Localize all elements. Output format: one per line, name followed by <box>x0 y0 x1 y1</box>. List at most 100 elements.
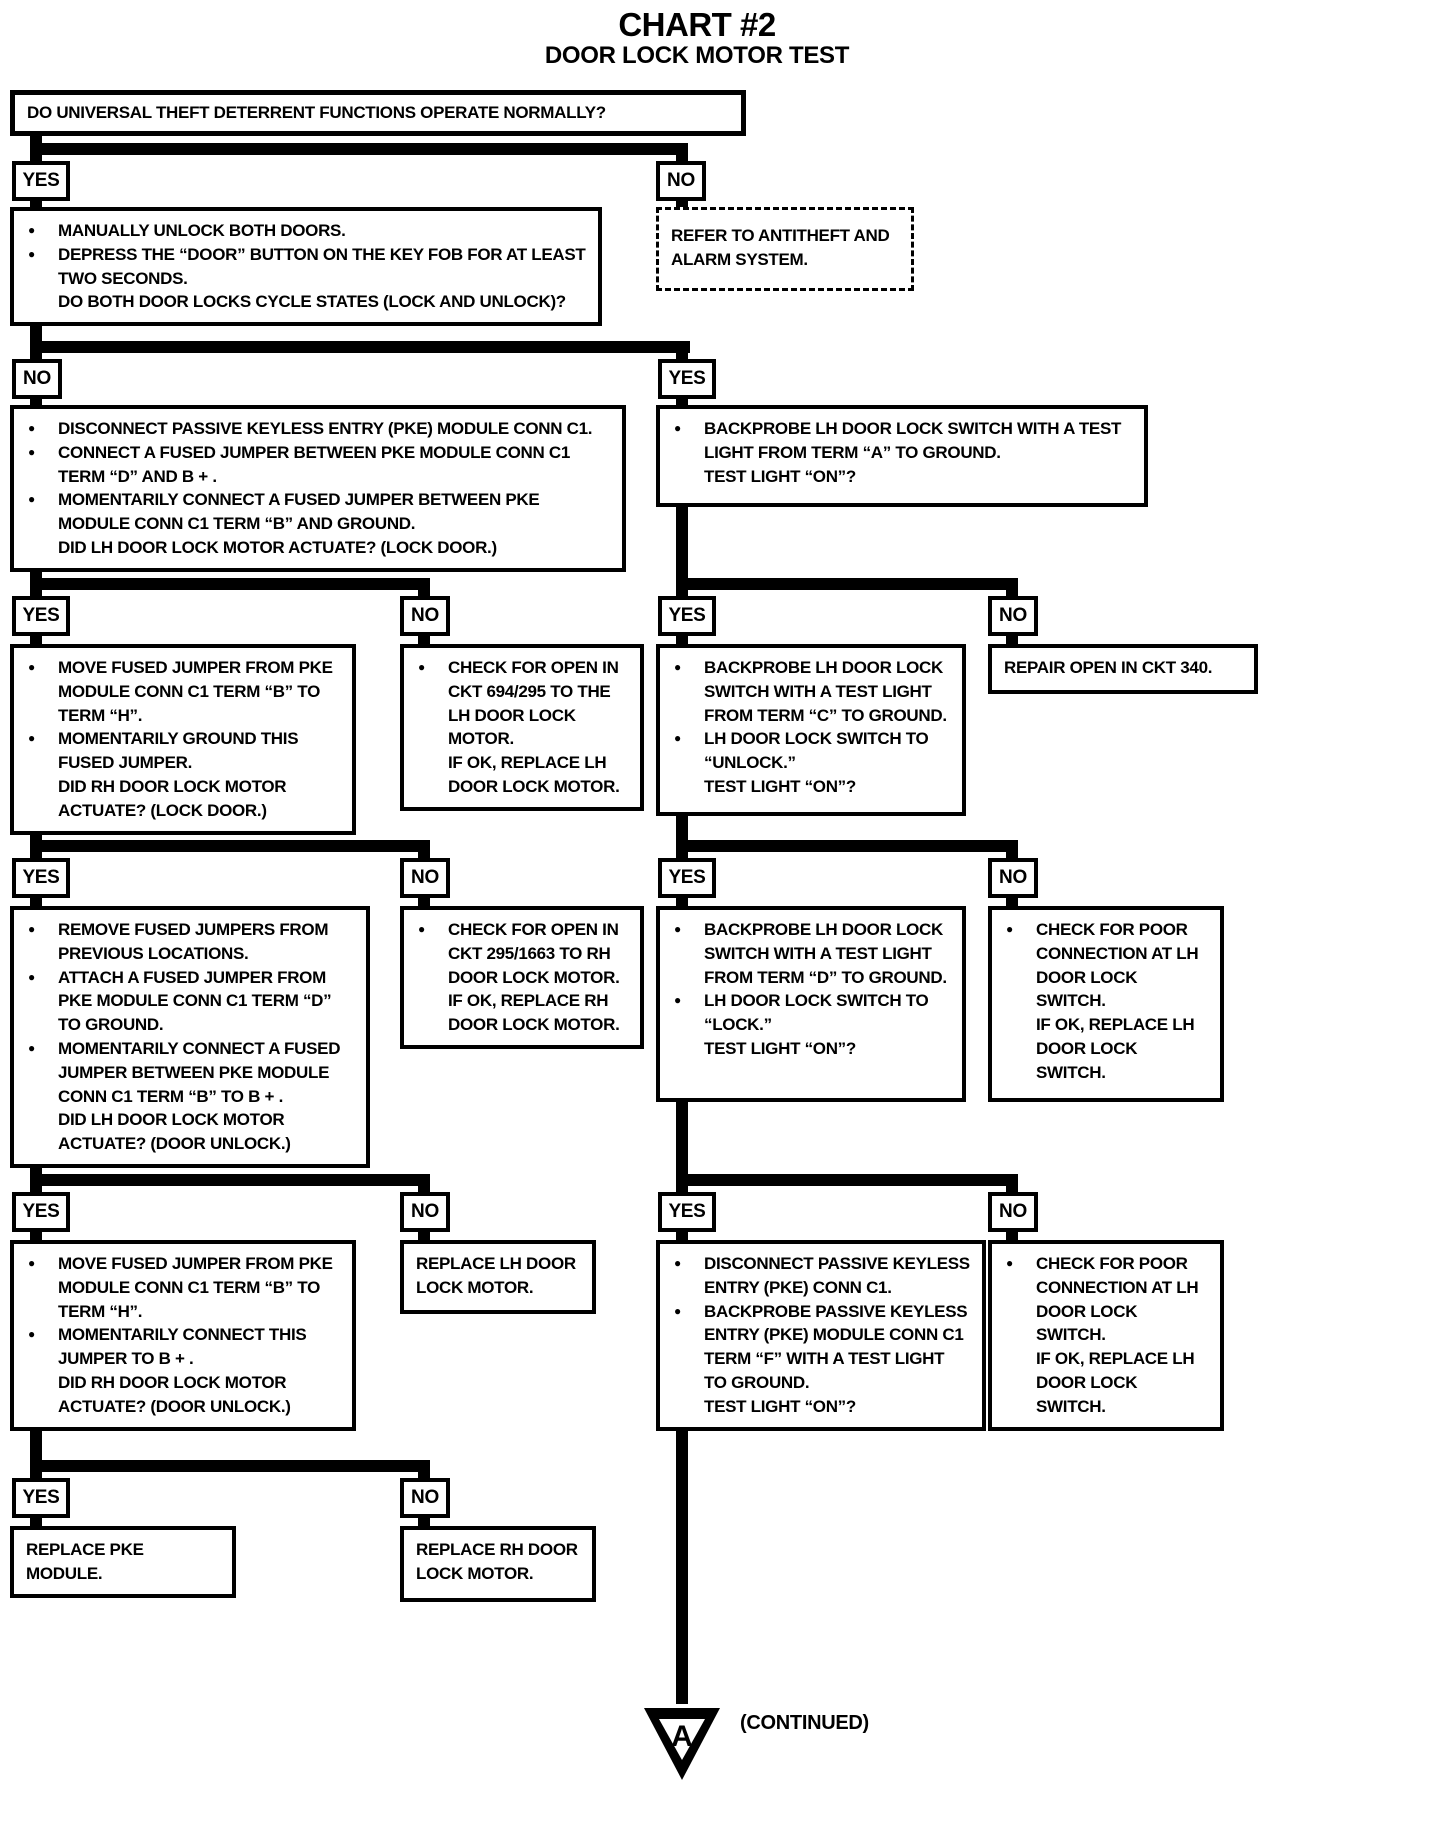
instruction-text: CHECK FOR OPEN IN CKT 694/295 TO THE LH … <box>448 658 619 749</box>
connector-line <box>676 578 1018 590</box>
instruction-text: ATTACH A FUSED JUMPER FROM PKE MODULE CO… <box>58 967 332 1035</box>
connector-line <box>30 353 42 359</box>
decision-yes-4-left: YES <box>12 858 70 898</box>
instruction-text: DID RH DOOR LOCK MOTOR ACTUATE? (DOOR UN… <box>58 1372 291 1416</box>
connector-line <box>30 1460 430 1472</box>
step-backprobe-term-a: ●BACKPROBE LH DOOR LOCK SWITCH WITH A TE… <box>656 405 1148 507</box>
instruction-text: MOVE FUSED JUMPER FROM PKE MODULE CONN C… <box>58 1254 333 1321</box>
instruction-text: DISCONNECT PASSIVE KEYLESS ENTRY (PKE) C… <box>704 1254 970 1297</box>
result-text: REPLACE LH DOOR LOCK MOTOR. <box>416 1254 576 1297</box>
instruction-text: CONNECT A FUSED JUMPER BETWEEN PKE MODUL… <box>58 442 571 486</box>
instruction-text: CHECK FOR OPEN IN CKT 295/1663 TO RH DOO… <box>448 920 620 987</box>
instruction-line: ●MOMENTARILY CONNECT THIS JUMPER TO B + … <box>26 1323 340 1371</box>
instruction-line: ● REMOVE FUSED JUMPERS FROM PREVIOUS LOCA… <box>26 918 354 966</box>
step-move-jumper-term-h-lock: ●MOVE FUSED JUMPER FROM PKE MODULE CONN … <box>10 644 356 835</box>
result-replace-pke-module: REPLACE PKE MODULE. <box>10 1526 236 1598</box>
question-text: DO UNIVERSAL THEFT DETERRENT FUNCTIONS O… <box>27 103 606 123</box>
step-backprobe-term-d-lock: ● BACKPROBE LH DOOR LOCK SWITCH WITH A TE… <box>656 906 966 1102</box>
connector-line <box>418 852 430 858</box>
instruction-line: TEST LIGHT “ON”? <box>672 465 1132 489</box>
connector-line <box>30 636 42 644</box>
instruction-line: TEST LIGHT “ON”? <box>672 1037 950 1061</box>
bullet-icon: ● <box>28 922 35 936</box>
continuation-marker-a-icon: A <box>644 1708 720 1780</box>
instruction-line: ●MANUALLY UNLOCK BOTH DOORS. <box>26 219 586 243</box>
instruction-line: TEST LIGHT “ON”? <box>672 1395 970 1419</box>
instruction-line: DID RH DOOR LOCK MOTOR ACTUATE? (LOCK DO… <box>26 775 340 823</box>
step-backprobe-term-f: ● DISCONNECT PASSIVE KEYLESS ENTRY (PKE) … <box>656 1240 986 1431</box>
connector-line <box>418 1232 430 1240</box>
connector-line <box>30 1472 42 1478</box>
decision-no-6: NO <box>400 1478 450 1518</box>
step-move-jumper-term-h-unlock: ●MOVE FUSED JUMPER FROM PKE MODULE CONN … <box>10 1240 356 1431</box>
bullet-icon: ● <box>674 1256 681 1270</box>
instruction-text: DID LH DOOR LOCK MOTOR ACTUATE? (DOOR UN… <box>58 1110 291 1154</box>
connector-line <box>676 490 688 578</box>
instruction-text: LH DOOR LOCK SWITCH TO “LOCK.” <box>704 991 929 1035</box>
connector-line <box>418 1472 430 1478</box>
connector-line <box>676 399 688 405</box>
connector-line <box>1006 1232 1018 1240</box>
instruction-text: TEST LIGHT “ON”? <box>704 1396 856 1416</box>
instruction-text: BACKPROBE LH DOOR LOCK SWITCH WITH A TES… <box>704 920 947 987</box>
bullet-icon: ● <box>674 922 681 936</box>
instruction-text: CHECK FOR POOR CONNECTION AT LH DOOR LOC… <box>1036 1254 1199 1345</box>
decision-yes-1: YES <box>12 161 70 201</box>
connector-line <box>676 1186 688 1192</box>
result-check-open-ckt-295-1663: ●CHECK FOR OPEN IN CKT 295/1663 TO RH DO… <box>400 906 644 1049</box>
instruction-text: MOMENTARILY CONNECT A FUSED JUMPER BETWE… <box>58 1038 341 1106</box>
connector-line <box>30 1186 42 1192</box>
connector-line <box>30 201 42 207</box>
instruction-text: REMOVE FUSED JUMPERS FROM PREVIOUS LOCAT… <box>58 920 329 963</box>
instruction-line: ●DEPRESS THE “DOOR” BUTTON ON THE KEY FO… <box>26 243 586 291</box>
bullet-icon: ● <box>1006 922 1013 936</box>
instruction-line: TEST LIGHT “ON”? <box>672 775 950 799</box>
instruction-line: ●LH DOOR LOCK SWITCH TO “LOCK.” <box>672 989 950 1037</box>
connector-line <box>418 1518 430 1526</box>
connector-line <box>30 155 42 161</box>
bullet-icon: ● <box>28 731 35 746</box>
bullet-icon: ● <box>674 421 681 435</box>
connector-line <box>676 1174 1018 1186</box>
instruction-line: ● BACKPROBE LH DOOR LOCK SWITCH WITH A TE… <box>672 918 950 989</box>
connector-line <box>30 399 42 405</box>
question-theft-deterrent: DO UNIVERSAL THEFT DETERRENT FUNCTIONS O… <box>10 90 746 136</box>
result-check-poor-connection-2: ●CHECK FOR POOR CONNECTION AT LH DOOR LO… <box>988 1240 1224 1431</box>
decision-no-5-right: NO <box>988 1192 1038 1232</box>
instruction-line: ● MOMENTARILY CONNECT A FUSED JUMPER BETW… <box>26 488 610 536</box>
result-refer-antitheft: REFER TO ANTITHEFT AND ALARM SYSTEM. <box>656 207 914 291</box>
instruction-text: MOMENTARILY CONNECT A FUSED JUMPER BETWE… <box>58 490 540 534</box>
connector-line <box>30 1174 430 1186</box>
bullet-icon: ● <box>28 969 35 984</box>
instruction-line: ●CHECK FOR OPEN IN CKT 295/1663 TO RH DO… <box>416 918 628 989</box>
instruction-line: ●CHECK FOR POOR CONNECTION AT LH DOOR LO… <box>1004 918 1208 1013</box>
bullet-icon: ● <box>28 492 35 507</box>
decision-yes-6: YES <box>12 1478 70 1518</box>
bullet-icon: ● <box>28 660 35 674</box>
step-unlock-doors-keyfob: ●MANUALLY UNLOCK BOTH DOORS.●DEPRESS THE… <box>10 207 602 327</box>
connector-line <box>418 898 430 906</box>
connector-line <box>676 590 688 596</box>
chart-title: CHART #2 <box>618 6 776 43</box>
instruction-line: ●CHECK FOR OPEN IN CKT 694/295 TO THE LH… <box>416 656 628 751</box>
bullet-icon: ● <box>674 660 681 674</box>
instruction-text: TEST LIGHT “ON”? <box>704 1038 856 1058</box>
instruction-line: ●CHECK FOR POOR CONNECTION AT LH DOOR LO… <box>1004 1252 1208 1347</box>
result-text: REPLACE PKE MODULE. <box>26 1540 144 1583</box>
connector-line <box>1006 590 1018 596</box>
bullet-icon: ● <box>674 731 681 746</box>
instruction-text: IF OK, REPLACE RH DOOR LOCK MOTOR. <box>448 991 620 1035</box>
decision-yes-3-right: YES <box>658 596 716 636</box>
instruction-text: MANUALLY UNLOCK BOTH DOORS. <box>58 221 346 240</box>
chart-subtitle: DOOR LOCK MOTOR TEST <box>544 42 850 69</box>
result-replace-lh-door-lock-motor: REPLACE LH DOOR LOCK MOTOR. <box>400 1240 596 1314</box>
connector-line <box>30 143 688 155</box>
connector-line <box>418 1186 430 1192</box>
connector-line <box>30 852 42 858</box>
decision-no-4-right: NO <box>988 858 1038 898</box>
instruction-line: ● DISCONNECT PASSIVE KEYLESS ENTRY (PKE) … <box>672 1252 970 1300</box>
bullet-icon: ● <box>28 1040 35 1055</box>
instruction-line: ●CONNECT A FUSED JUMPER BETWEEN PKE MODU… <box>26 441 610 489</box>
decision-yes-3-left: YES <box>12 596 70 636</box>
